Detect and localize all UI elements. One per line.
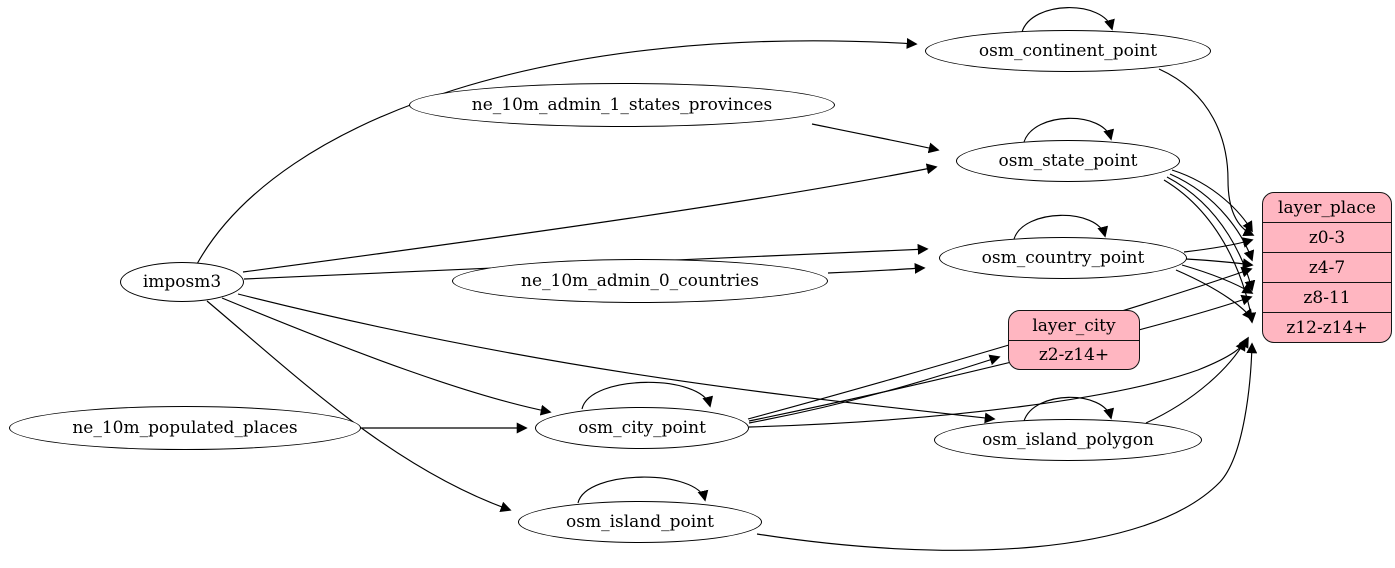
self-loop-osm_island_point (577, 476, 709, 504)
node-layer-city[interactable]: layer_city z2-z14+ (1008, 310, 1140, 370)
node-ne-10m-populated-places-label: ne_10m_populated_places (72, 418, 298, 438)
node-osm-island-point[interactable]: osm_island_point (518, 501, 762, 543)
node-imposm3[interactable]: imposm3 (120, 262, 244, 302)
edge-osm_state_point-z0-3 (1171, 169, 1253, 233)
node-osm-island-polygon-label: osm_island_polygon (982, 430, 1154, 450)
node-osm-country-point[interactable]: osm_country_point (939, 237, 1187, 279)
edge-imposm3-osm_island_polygon (237, 293, 996, 424)
edge-osm_state_point-z4-7 (1169, 173, 1255, 262)
edge-imposm3-osm_continent_point (196, 37, 918, 265)
self-loop-osm_continent_point (1021, 7, 1115, 33)
self-loop-osm_country_point (1013, 214, 1109, 240)
edge-osm_city_point-z8-11 (748, 294, 1253, 422)
node-osm-island-point-label: osm_island_point (566, 512, 714, 532)
edge-osm_state_point-z8-11 (1166, 176, 1256, 292)
layer-place-row-z0-3[interactable]: z0-3 (1263, 222, 1391, 252)
edge-osm_city_point-z12-z14 (748, 336, 1249, 428)
self-loop-osm_state_point (1023, 117, 1115, 143)
edge-osm_continent_point-z0-3 (1158, 68, 1255, 237)
edge-osm_country_point-z8-11 (1181, 264, 1254, 294)
edge-imposm3-osm_city_point (221, 297, 552, 416)
node-layer-place[interactable]: layer_place z0-3 z4-7 z8-11 z12-z14+ (1262, 192, 1392, 343)
node-ne-10m-admin-1-states-provinces-label: ne_10m_admin_1_states_provinces (471, 95, 773, 115)
node-osm-state-point-label: osm_state_point (998, 151, 1138, 171)
node-ne-10m-admin-0-countries-label: ne_10m_admin_0_countries (521, 271, 759, 291)
layer-city-row-z2-z14[interactable]: z2-z14+ (1009, 340, 1139, 369)
node-imposm3-label: imposm3 (142, 272, 222, 292)
node-osm-city-point-label: osm_city_point (578, 418, 706, 438)
edge-imposm3-osm_state_point (242, 163, 938, 273)
layer-place-title: layer_place (1278, 197, 1376, 218)
node-osm-city-point[interactable]: osm_city_point (535, 407, 749, 449)
edge-osm_country_point-z4-7 (1185, 258, 1254, 270)
node-ne-10m-populated-places[interactable]: ne_10m_populated_places (9, 406, 361, 450)
node-ne-10m-admin-1-states-provinces[interactable]: ne_10m_admin_1_states_provinces (409, 83, 835, 127)
edge-osm_country_point-z0-3 (1183, 237, 1254, 253)
edge-osm_country_point-z12-z14 (1175, 269, 1253, 321)
node-osm-country-point-label: osm_country_point (981, 248, 1145, 268)
self-loop-osm_island_polygon (1023, 396, 1115, 422)
layer-place-row-z12-z14[interactable]: z12-z14+ (1263, 312, 1391, 342)
edge-imposm3-osm_island_point (206, 300, 512, 513)
edge-ne_10m_admin_0_countries-osm_country_point (827, 262, 926, 274)
edge-osm_city_point-z4-7 (747, 266, 1253, 420)
node-osm-continent-point-label: osm_continent_point (978, 41, 1158, 61)
layer-place-row-z4-7[interactable]: z4-7 (1263, 252, 1391, 282)
node-osm-state-point[interactable]: osm_state_point (956, 140, 1180, 182)
node-osm-island-polygon[interactable]: osm_island_polygon (934, 419, 1202, 461)
edge-osm_island_polygon-z12-z14 (1145, 339, 1246, 424)
layer-city-title: layer_city (1032, 315, 1116, 336)
self-loop-osm_city_point (581, 381, 714, 410)
layer-place-row-z8-11[interactable]: z8-11 (1263, 282, 1391, 312)
node-ne-10m-admin-0-countries[interactable]: ne_10m_admin_0_countries (452, 259, 828, 303)
node-osm-continent-point[interactable]: osm_continent_point (925, 30, 1211, 72)
edge-osm_island_point-z12-z14 (756, 342, 1258, 551)
edge-ne_10m_admin_1_states_provinces-osm_state_point (811, 123, 940, 154)
